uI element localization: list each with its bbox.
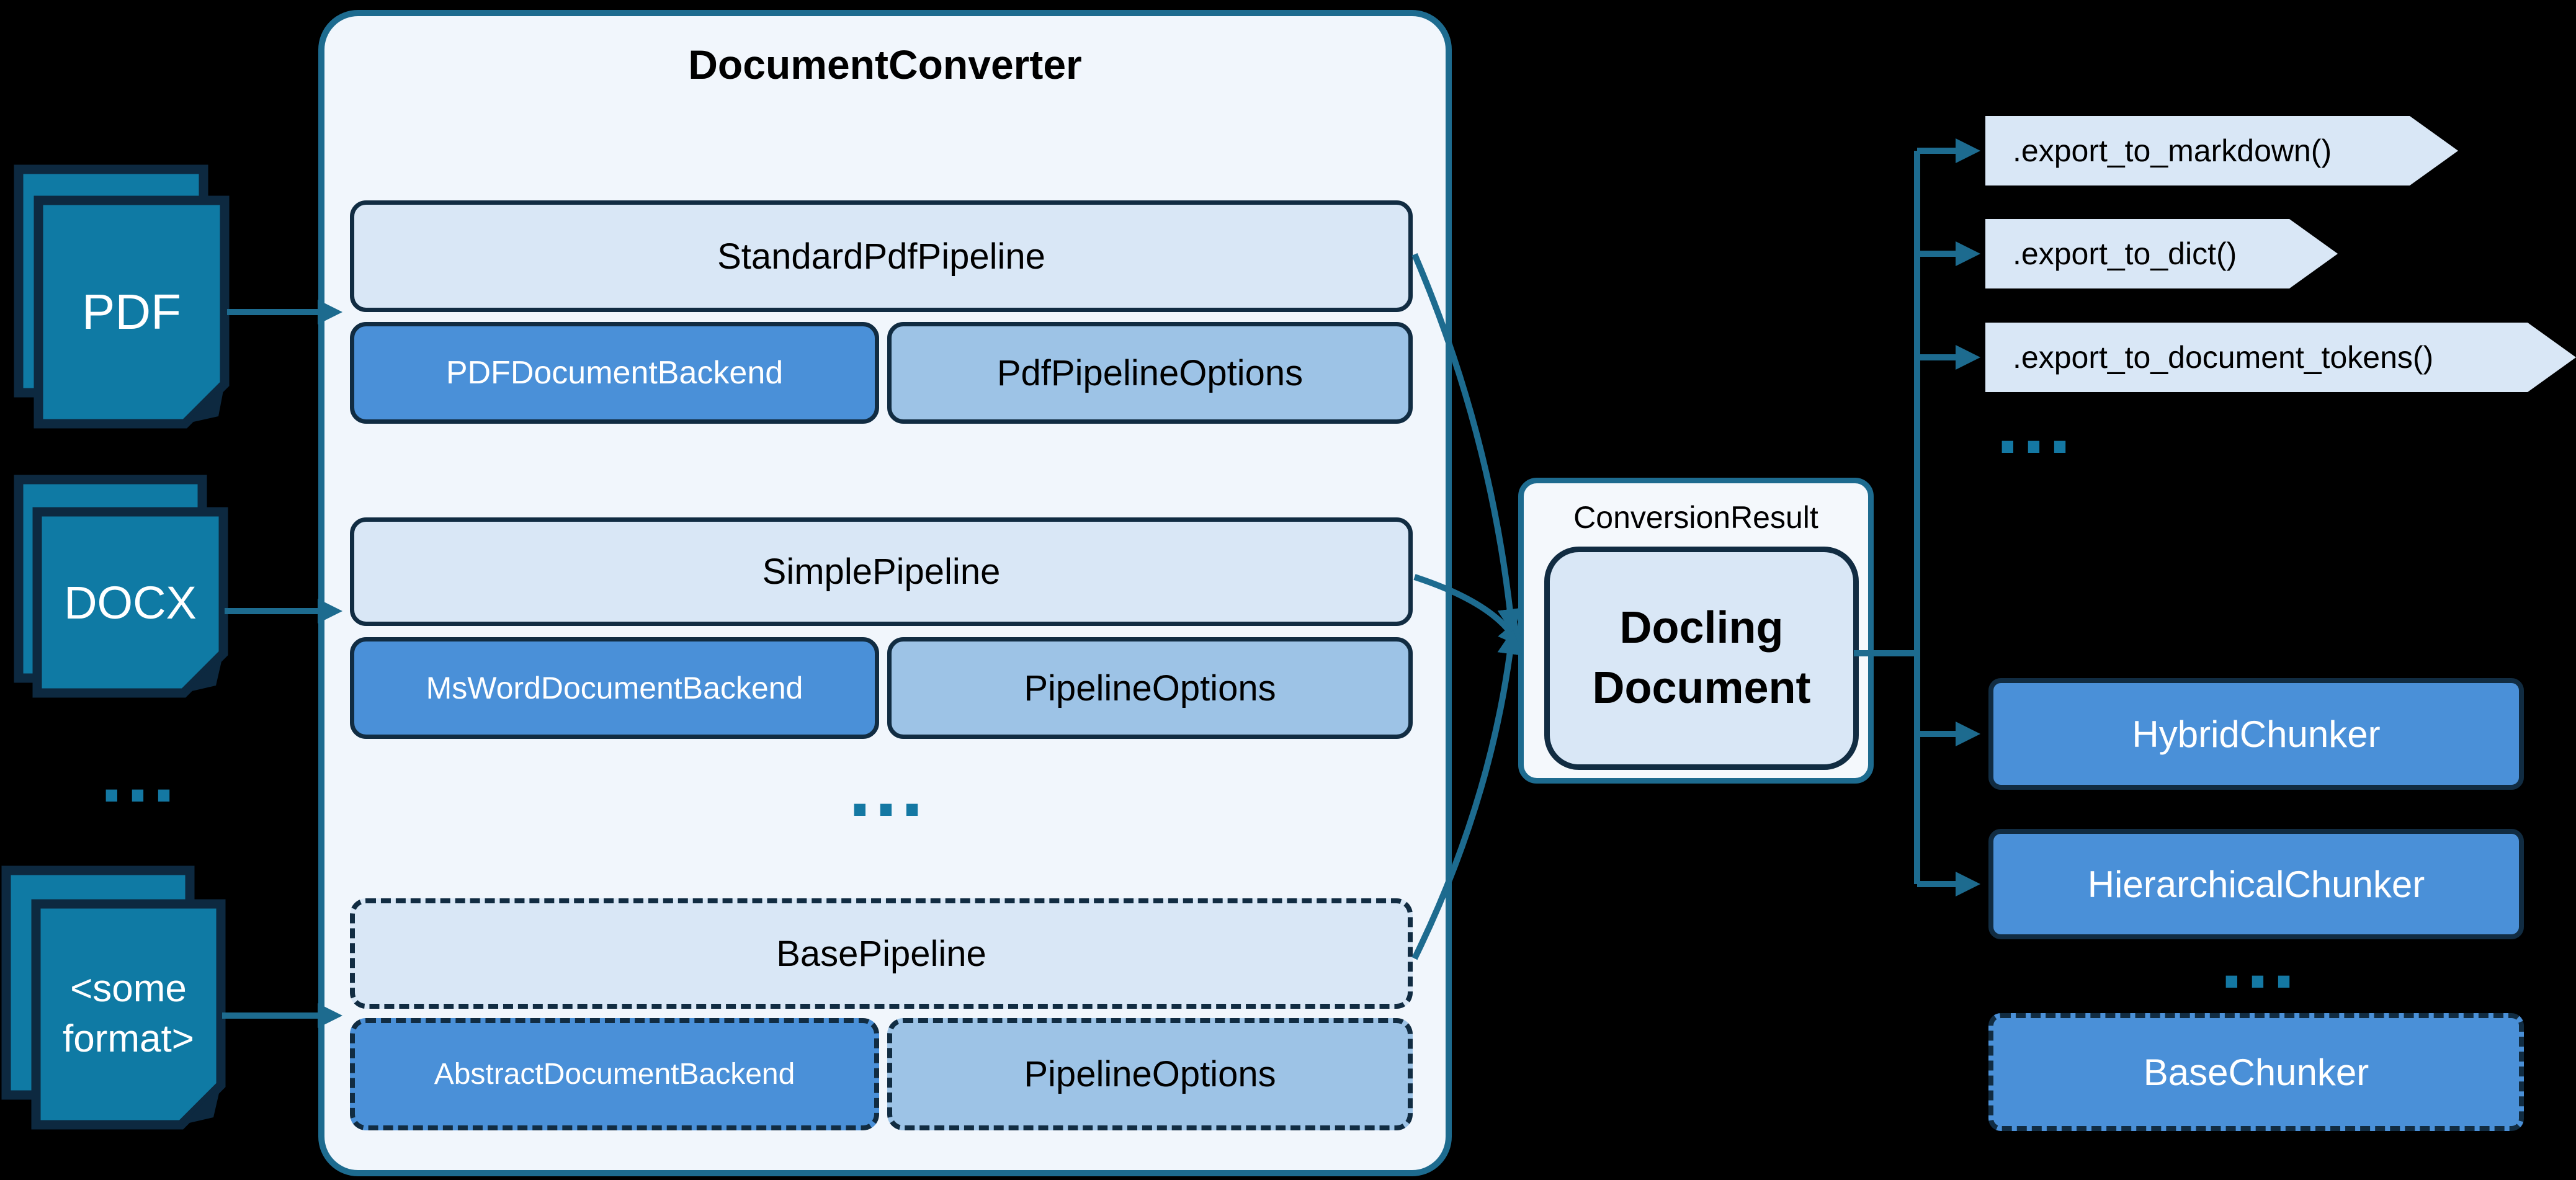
box-base-pipeline: BasePipeline [350, 898, 1413, 1009]
conversion-result-box: ConversionResult Docling Document [1518, 478, 1874, 784]
input-docx: DOCX [12, 473, 236, 717]
box-hybrid-chunker: HybridChunker [1988, 678, 2524, 790]
input-docx-label: DOCX [64, 576, 197, 628]
flag-export-to-markdown: .export_to_markdown() [1985, 116, 2458, 185]
document-converter-title: DocumentConverter [688, 42, 1082, 87]
box-pipeline-options: PipelineOptions [887, 637, 1413, 739]
document-stack-icon [14, 164, 230, 429]
conversion-result-label: ConversionResult [1573, 500, 1818, 535]
box-simple-pipeline: SimplePipeline [350, 517, 1413, 626]
input-some-format: <some format> [0, 864, 227, 1132]
flag-export-to-document-tokens: .export_to_document_tokens() [1985, 323, 2576, 392]
document-stack-icon [1, 865, 226, 1130]
input-pdf-label: PDF [82, 284, 181, 339]
box-msword-document-backend: MsWordDocumentBackend [350, 637, 879, 739]
chunkers-ellipsis: ... [2220, 914, 2299, 1005]
box-base-chunker: BaseChunker [1988, 1013, 2524, 1131]
box-hierarchical-chunker: HierarchicalChunker [1988, 829, 2524, 939]
inputs-ellipsis: ... [100, 728, 179, 819]
exports-ellipsis: ... [1996, 380, 2075, 470]
docling-document-box: Docling Document [1544, 547, 1859, 770]
box-standard-pdf-pipeline: StandardPdfPipeline [350, 200, 1413, 312]
box-base-pipeline-options: PipelineOptions [887, 1018, 1413, 1130]
box-pdf-document-backend: PDFDocumentBackend [350, 322, 879, 424]
input-pdf: PDF [12, 163, 236, 430]
flag-export-to-dict: .export_to_dict() [1985, 219, 2338, 288]
document-stack-icon [14, 475, 228, 698]
pipelines-ellipsis: ... [848, 743, 928, 833]
box-pdf-pipeline-options: PdfPipelineOptions [887, 322, 1413, 424]
box-abstract-document-backend: AbstractDocumentBackend [350, 1018, 879, 1130]
input-some-format-label: <some format> [63, 967, 194, 1060]
